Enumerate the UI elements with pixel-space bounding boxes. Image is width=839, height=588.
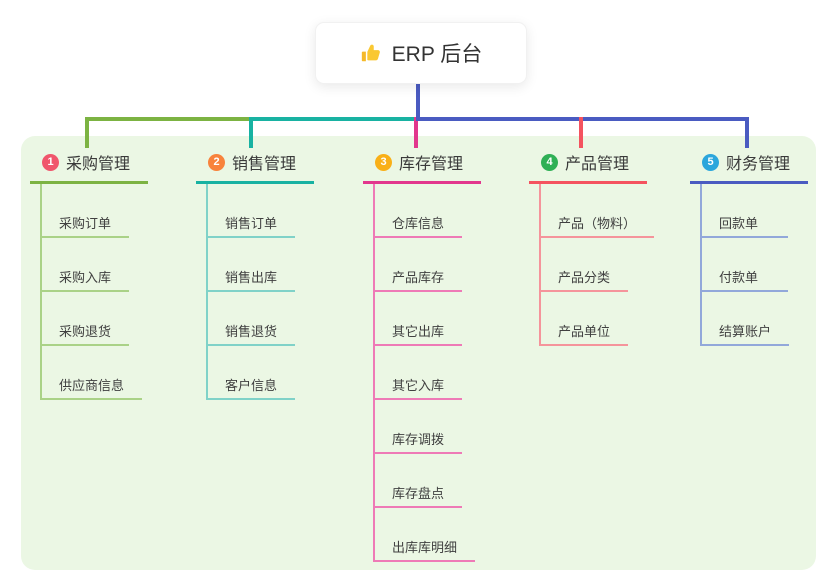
branch-title: 采购管理 (66, 156, 131, 173)
branch-title: 财务管理 (726, 156, 791, 173)
connector-horizontal-line (418, 117, 749, 121)
mindmap-node[interactable]: 回款单 (702, 184, 788, 238)
root-node-label: ERP 后台 (391, 43, 483, 66)
mindmap-node[interactable]: 产品（物料） (541, 184, 655, 238)
mindmap-node-label: 产品（物料） (558, 216, 637, 231)
connector-drop-line (745, 117, 749, 148)
mindmap-node[interactable]: 出库库明细 (375, 508, 476, 562)
mindmap-node[interactable]: 销售出库 (208, 238, 296, 292)
branch-number-badge: 1 (42, 153, 59, 171)
branch-children: 销售订单销售出库销售退货客户信息 (206, 184, 296, 400)
mindmap-node-label: 出库库明细 (392, 540, 458, 555)
mindmap-node-label: 采购订单 (59, 216, 112, 231)
branch-number-badge: 3 (375, 153, 392, 171)
mindmap-node-label: 产品单位 (558, 324, 611, 339)
mindmap-node-label: 其它出库 (392, 324, 445, 339)
connector-drop-line (249, 117, 253, 148)
mindmap-node-label: 客户信息 (225, 378, 278, 393)
branch-column: 2 销售管理销售订单销售出库销售退货客户信息 (196, 146, 314, 400)
branch-column: 3 库存管理仓库信息产品库存其它出库其它入库库存调拨库存盘点出库库明细 (363, 146, 481, 562)
branch-children: 采购订单采购入库采购退货供应商信息 (40, 184, 143, 400)
branch-column: 4 产品管理产品（物料） 产品分类产品单位 (529, 146, 655, 346)
mindmap-node[interactable]: 供应商信息 (42, 346, 143, 400)
mindmap-node[interactable]: 采购订单 (42, 184, 130, 238)
mindmap-node-label: 销售出库 (225, 270, 278, 285)
branch-title: 库存管理 (399, 156, 464, 173)
mindmap-node[interactable]: 结算账户 (702, 292, 790, 346)
mindmap-node-label: 结算账户 (719, 324, 772, 339)
mindmap-node-label: 付款单 (719, 270, 759, 285)
branch-number-badge: 5 (702, 153, 719, 171)
branch-header[interactable]: 4 产品管理 (529, 146, 647, 184)
mindmap-node-label: 库存盘点 (392, 486, 445, 501)
thumbs-up-icon (360, 42, 382, 64)
mindmap-node[interactable]: 采购退货 (42, 292, 130, 346)
mindmap-node[interactable]: 其它出库 (375, 292, 463, 346)
branch-column: 1 采购管理采购订单采购入库采购退货供应商信息 (30, 146, 148, 400)
branch-number-badge: 2 (208, 153, 225, 171)
mindmap-node-label: 产品库存 (392, 270, 445, 285)
mindmap-node-label: 库存调拨 (392, 432, 445, 447)
connector-drop-line (579, 117, 583, 148)
mindmap-node-label: 采购入库 (59, 270, 112, 285)
branch-header[interactable]: 5 财务管理 (690, 146, 808, 184)
branch-header[interactable]: 2 销售管理 (196, 146, 314, 184)
mindmap-node[interactable]: 销售订单 (208, 184, 296, 238)
mindmap-node[interactable]: 仓库信息 (375, 184, 463, 238)
mindmap-node[interactable]: 产品分类 (541, 238, 629, 292)
connector-drop-line (85, 117, 89, 148)
connector-root-stem (416, 82, 420, 121)
mindmap-node-label: 回款单 (719, 216, 759, 231)
branch-children: 产品（物料） 产品分类产品单位 (539, 184, 655, 346)
mindmap-node[interactable]: 产品库存 (375, 238, 463, 292)
mindmap-node[interactable]: 付款单 (702, 238, 788, 292)
mindmap-node[interactable]: 其它入库 (375, 346, 463, 400)
mindmap-node[interactable]: 产品单位 (541, 292, 629, 346)
branch-header[interactable]: 1 采购管理 (30, 146, 148, 184)
mindmap-node[interactable]: 销售退货 (208, 292, 296, 346)
mindmap-node-label: 销售退货 (225, 324, 278, 339)
mindmap-node-label: 其它入库 (392, 378, 445, 393)
root-node[interactable]: ERP 后台 (315, 22, 527, 84)
branch-number-badge: 4 (541, 153, 558, 171)
mindmap-node-label: 销售订单 (225, 216, 278, 231)
branch-header[interactable]: 3 库存管理 (363, 146, 481, 184)
branches-panel (21, 136, 816, 570)
connector-drop-line (414, 117, 418, 148)
mindmap-node-label: 产品分类 (558, 270, 611, 285)
connector-horizontal-line (249, 117, 418, 121)
branch-title: 销售管理 (232, 156, 297, 173)
mindmap-node[interactable]: 库存盘点 (375, 454, 463, 508)
mindmap-node-label: 仓库信息 (392, 216, 445, 231)
mindmap-node-label: 供应商信息 (59, 378, 125, 393)
branch-children: 仓库信息产品库存其它出库其它入库库存调拨库存盘点出库库明细 (373, 184, 476, 562)
connector-horizontal-line (85, 117, 253, 121)
mindmap-node-label: 采购退货 (59, 324, 112, 339)
mindmap-node[interactable]: 采购入库 (42, 238, 130, 292)
mindmap-node[interactable]: 客户信息 (208, 346, 296, 400)
mindmap-node[interactable]: 库存调拨 (375, 400, 463, 454)
branch-column: 5 财务管理回款单付款单结算账户 (690, 146, 808, 346)
branch-title: 产品管理 (565, 156, 630, 173)
branch-children: 回款单付款单结算账户 (700, 184, 790, 346)
